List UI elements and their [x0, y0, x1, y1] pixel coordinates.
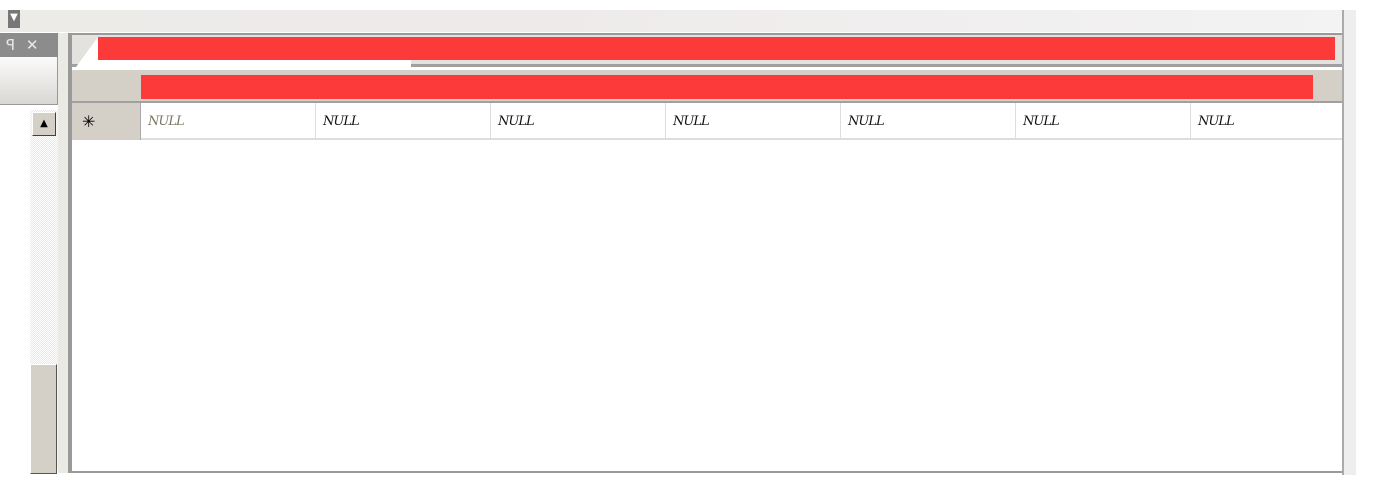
grid-cell[interactable]: NULL — [841, 103, 1016, 140]
right-pane-border — [1342, 10, 1356, 475]
splitter[interactable] — [58, 33, 70, 473]
grid-cell[interactable]: NULL — [1198, 114, 1235, 129]
grid-cell[interactable]: NULL — [141, 103, 316, 140]
redacted-column-headers — [141, 75, 1313, 99]
grid-cell[interactable]: NULL — [316, 103, 491, 140]
pin-icon[interactable]: ꟼ — [6, 36, 16, 54]
results-grid — [70, 33, 1343, 473]
scrollbar-thumb[interactable] — [30, 364, 57, 474]
grid-cell[interactable]: NULL — [1016, 103, 1191, 140]
dropdown-arrow-icon[interactable]: ▼ — [8, 10, 20, 28]
scroll-up-button[interactable]: ▲ — [32, 112, 56, 136]
close-icon[interactable]: ✕ — [25, 36, 39, 54]
panel-body — [0, 57, 58, 105]
panel-header: ꟼ ✕ — [0, 33, 58, 57]
toolbar-strip — [0, 10, 1342, 32]
table-row — [72, 103, 1342, 140]
new-row-marker[interactable]: ✳ — [72, 103, 141, 140]
redacted-tabs — [98, 37, 1335, 60]
grid-cell[interactable]: NULL — [491, 103, 666, 140]
grid-cell[interactable]: NULL — [666, 103, 841, 140]
